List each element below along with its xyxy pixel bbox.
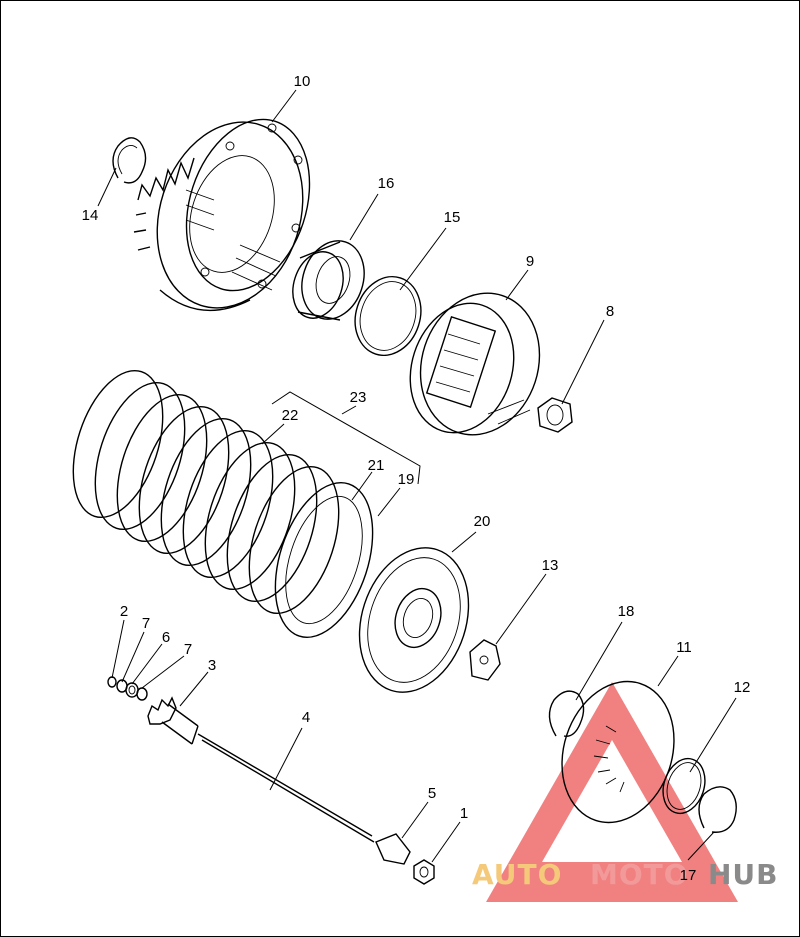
label-part-13: 13: [542, 557, 559, 574]
part-8-nut: [537, 397, 573, 433]
label-part-3: 3: [208, 657, 216, 674]
label-part-6: 6: [162, 629, 170, 646]
label-part-18: 18: [618, 603, 635, 620]
watermark-triangle-icon: [486, 682, 738, 902]
label-part-11: 11: [676, 639, 692, 656]
label-part-22: 22: [282, 407, 299, 424]
label-part-15: 15: [444, 209, 461, 226]
label-part-12: 12: [734, 679, 751, 696]
part-12-o-ring: [662, 757, 706, 815]
part-labels: 10 14 16 15 9 8 23 22 21 19 20 13 18 11 …: [82, 73, 751, 822]
watermark-logo: AUTO MOTO HUB: [472, 858, 779, 891]
label-part-14: 14: [82, 207, 99, 224]
part-17-snap-ring: [698, 786, 737, 833]
part-20-pressure-plate: [358, 547, 470, 693]
label-part-23: 23: [350, 389, 367, 406]
part-9-clutch-hub: [409, 292, 541, 436]
part-5-rod-end: [375, 833, 411, 865]
part-4-push-rod: [197, 733, 375, 843]
label-part-16: 16: [378, 175, 395, 192]
label-part-2: 2: [120, 603, 128, 620]
label-part-7b: 7: [184, 641, 192, 658]
part-13-release-plate: [469, 639, 501, 681]
watermark-moto: MOTO: [590, 858, 689, 891]
part-23-bracket: [271, 391, 421, 485]
part-10-clutch-shell: [133, 118, 311, 312]
label-part-10: 10: [294, 73, 311, 90]
part-22-21-19-clutch-plates: [72, 369, 374, 638]
label-part-19: 19: [398, 471, 415, 488]
part-11-diaphragm-spring: [561, 680, 675, 824]
label-part-7a: 7: [142, 615, 150, 632]
watermark-hub: HUB: [708, 858, 779, 891]
label-part-21: 21: [368, 457, 385, 474]
part-1-nut: [413, 859, 435, 885]
part-16-bearing: [292, 240, 365, 321]
leader-lines: [97, 89, 737, 863]
part-3-adjuster-gear: [147, 696, 199, 745]
label-part-20: 20: [474, 513, 491, 530]
label-part-9: 9: [526, 253, 534, 270]
label-part-8: 8: [606, 303, 614, 320]
label-part-1: 1: [460, 805, 468, 822]
watermark-auto: AUTO: [472, 858, 562, 891]
part-18-retaining-ring: [548, 690, 585, 737]
label-part-5: 5: [428, 785, 436, 802]
label-part-17: 17: [680, 867, 697, 884]
part-14-retaining-ring: [112, 137, 147, 184]
label-part-4: 4: [302, 709, 310, 726]
part-15-snap-ring: [354, 275, 422, 357]
